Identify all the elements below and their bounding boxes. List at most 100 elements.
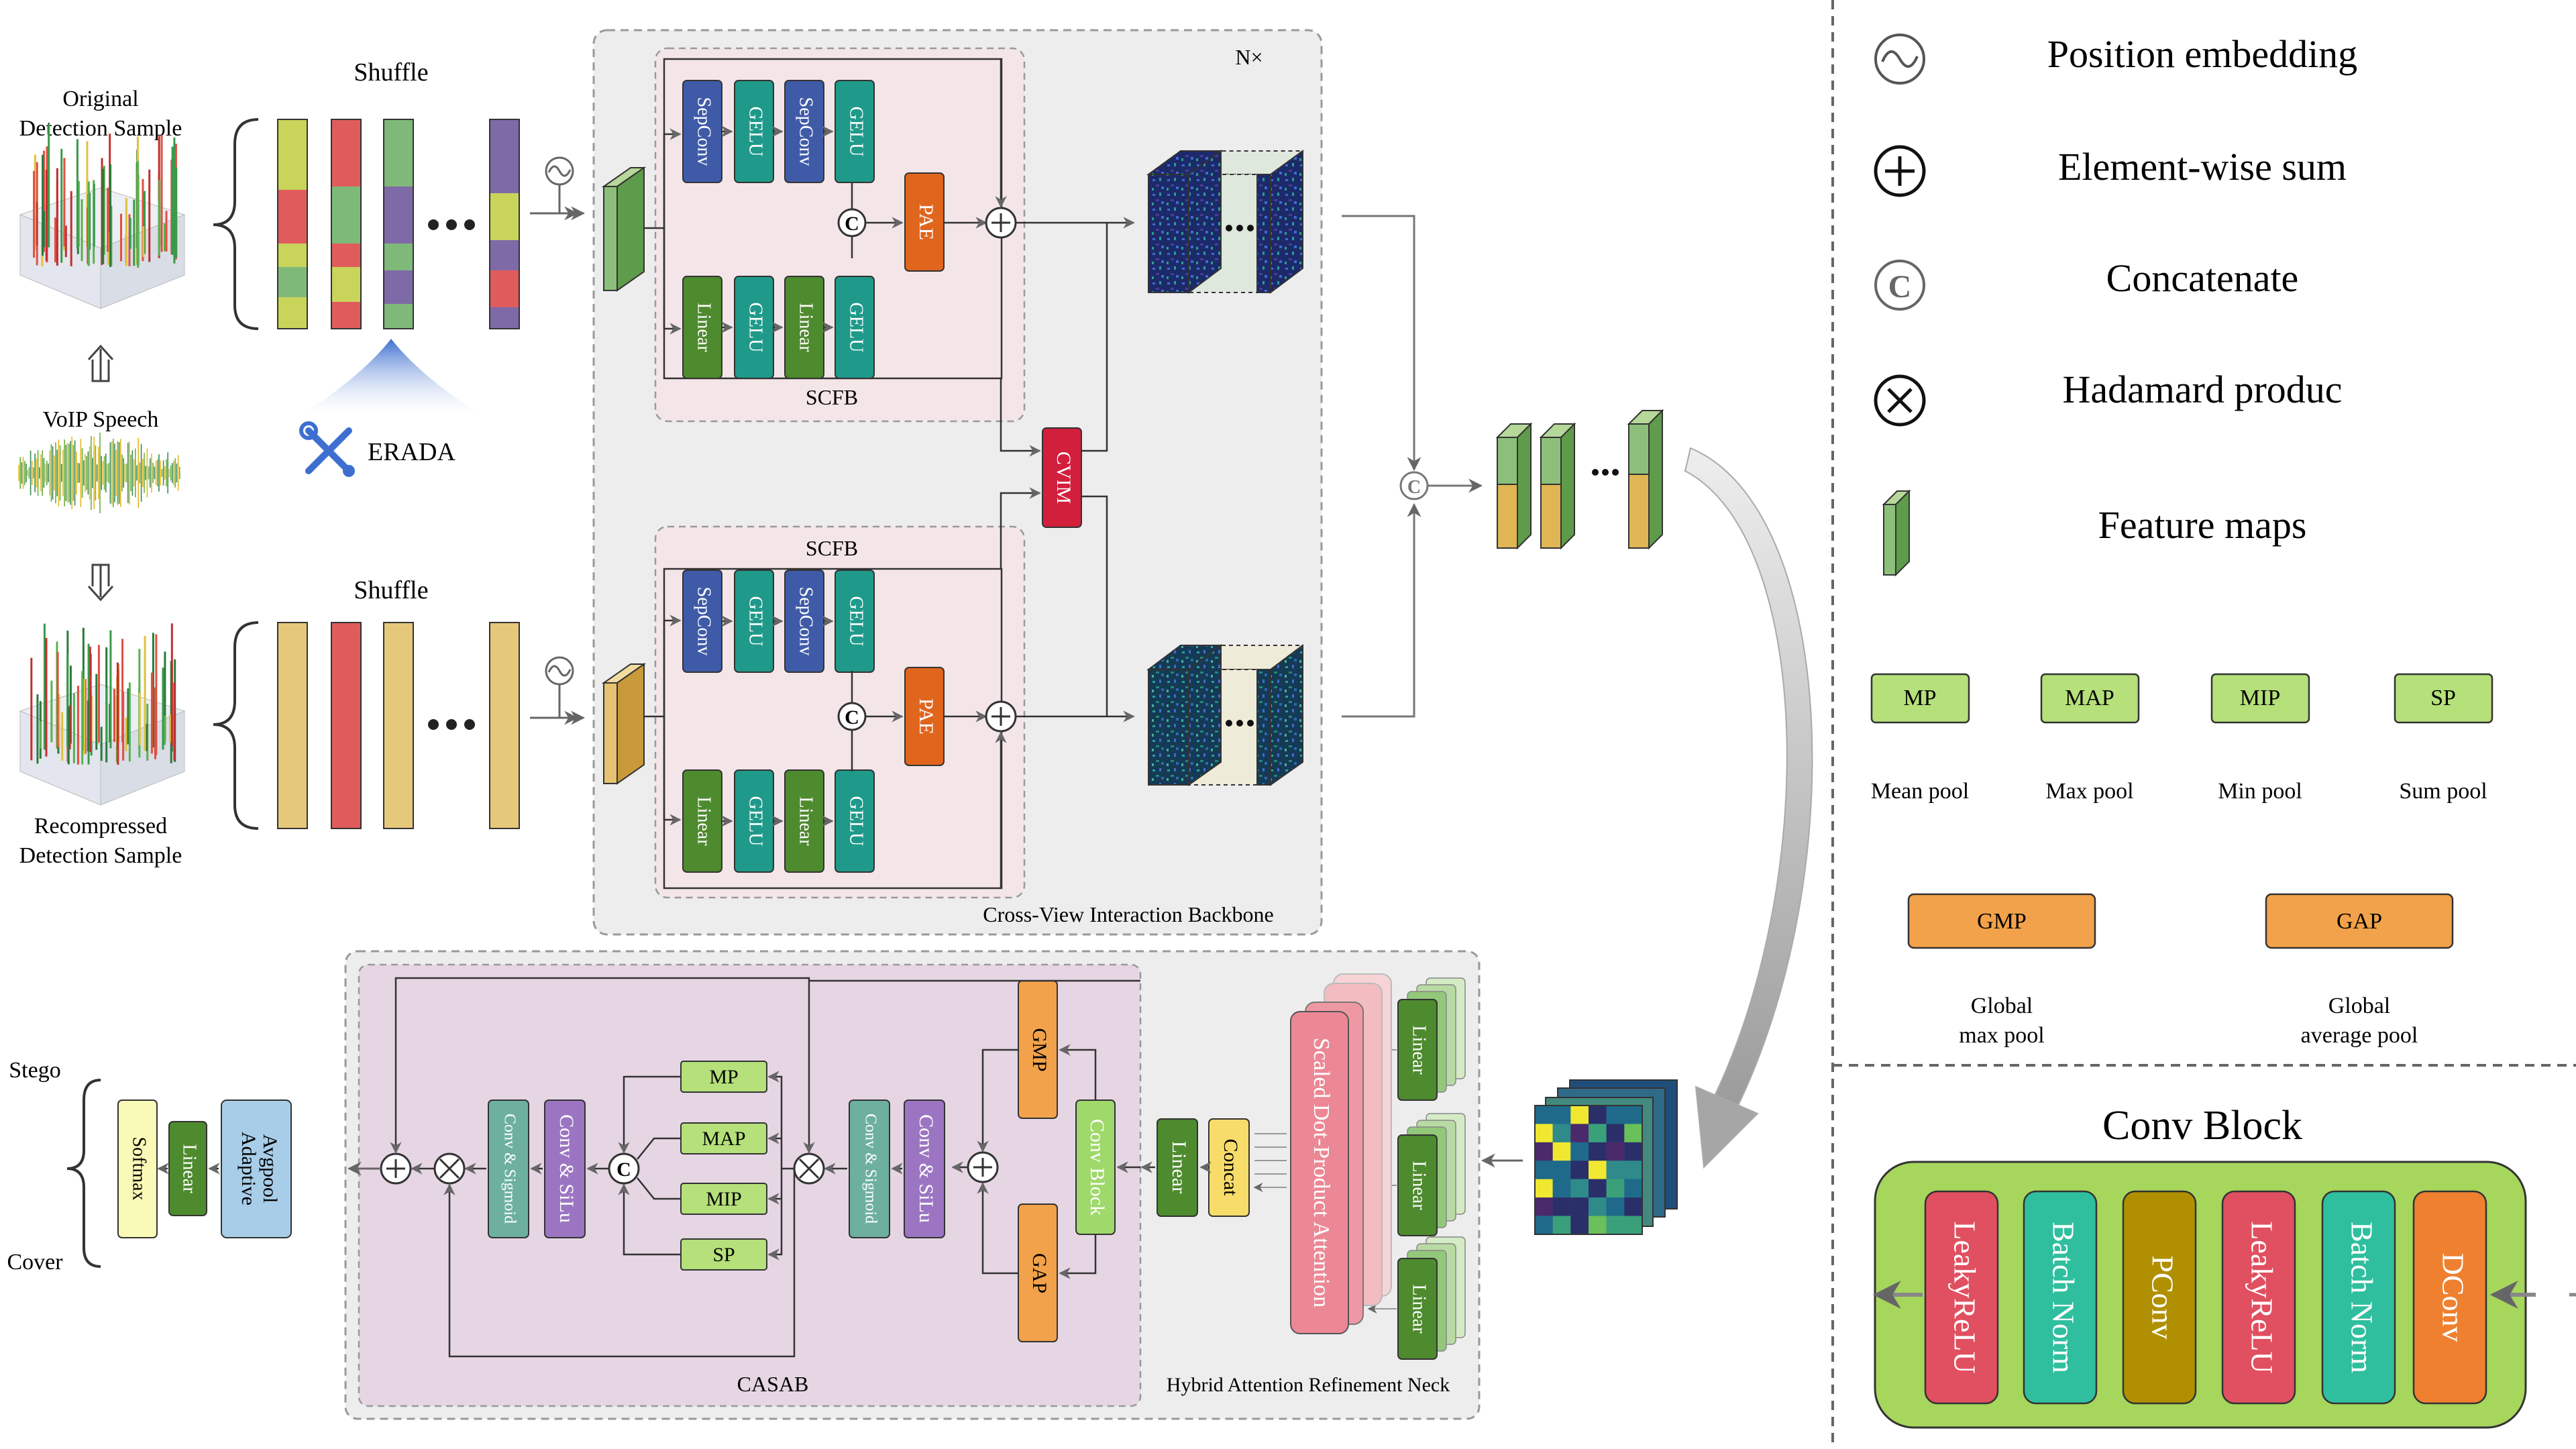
legend-pool-map [2040,673,2140,724]
input-section: Original Detection Sample VoIP Speech Re… [18,87,186,868]
cvim-label: CVIM [1053,451,1075,504]
shuffle-bottom-label: Shuffle [354,576,428,604]
softmax-label: Softmax [129,1137,150,1201]
shuffle-top-label: Shuffle [354,58,428,87]
head-linear-label: Linear [179,1144,200,1193]
conv-silu-label: Conv & SiLu [555,1114,578,1223]
legend-pool-mip [2210,673,2310,724]
attention-block [1290,1011,1349,1334]
feature-map-bottom [601,663,647,785]
adaptive-avgpool-label-1: Adaptive [237,1132,260,1205]
neck-linear-stack [1397,999,1438,1101]
scfb-block-label: Linear [694,303,714,352]
concat-symbol: C [616,1159,631,1181]
scfb-block-label: Linear [796,303,816,352]
legend-global-name-1: Global [2328,994,2391,1018]
legend-pool-abbr: MP [1903,686,1936,710]
adaptive-avgpool-block [221,1099,292,1238]
casab-pool-label: SP [712,1244,735,1266]
neck-linear-stack-label: Linear [1409,1161,1430,1210]
position-embedding-bottom [545,656,586,725]
scfb-block-label: GELU [745,303,766,353]
concat-symbol: C [845,213,859,235]
position-embedding-top [545,156,586,221]
neck-linear-stack [1397,1134,1438,1236]
original-label-1: Original [62,87,138,111]
scfb-block-label: SepConv [694,97,714,166]
shuffled-column-3 [383,119,414,329]
legend-element-wise-sum-label: Element-wise sum [2058,145,2347,189]
shuffle-bottom: Shuffle [213,576,520,830]
concat-label: Concat [1220,1139,1242,1197]
conv-block-title: Conv Block [2102,1103,2302,1148]
casab-caption: CASAB [737,1372,809,1396]
hybrid-attention-neck: Hybrid Attention Refinement Neck LinearL… [344,950,1481,1420]
conv-block-layer-label: DConv [2436,1253,2470,1342]
conv-block-layer-leakyrelu [1924,1190,1999,1405]
conv-sigmoid-label: Conv & Sigmoid [861,1114,879,1224]
stego-label: Stego [9,1058,60,1083]
legend-global-name-2: average pool [2301,1023,2418,1048]
attention-label: Scaled Dot-Product Attention [1309,1038,1334,1307]
scfb-block-label: Linear [694,796,714,846]
feature-map-top [601,166,647,292]
neck-linear-stack-label: Linear [1409,1284,1430,1334]
voip-waveform-icon [18,432,180,514]
scfb-block-label: GELU [745,796,766,847]
feature-map-icon [1883,504,1896,576]
scfb-block-label: SepConv [796,97,816,166]
legend-global-name-2: max pool [1959,1023,2044,1048]
conv-block-layer-label: LeakyReLU [2245,1221,2279,1373]
neck-linear-label: Linear [1168,1141,1190,1193]
conv-block-layer-label: PConv [2145,1255,2180,1339]
concatenate-icon [1874,260,1925,311]
scfb-block-label: GELU [745,596,766,647]
scfb-block-gelu [835,570,875,673]
legend-global-gmp [1907,893,2096,949]
recompressed-column-3 [383,622,414,829]
conv-block-layer-label: Batch Norm [2345,1222,2379,1373]
neck-caption: Hybrid Attention Refinement Neck [1167,1374,1450,1396]
scfb-block-gelu [835,80,875,183]
erada-arrow [302,339,480,415]
scfb-bottom-label: SCFB [806,536,858,560]
casab-conv-block-label: Conv Block [1086,1119,1108,1216]
scfb-block-label: SepConv [694,587,714,656]
n-times-label: N× [1235,45,1263,69]
cover-label: Cover [7,1250,63,1275]
legend-element-wise-sum: Element-wise sum [1874,145,2347,197]
conv-sigmoid-label: Conv & Sigmoid [500,1114,518,1224]
recompressed-label-2: Detection Sample [19,843,182,868]
conv-sigmoid-block-left [488,1099,529,1238]
pae-label: PAE [915,698,937,735]
conv-block-layer-batch-norm [2321,1190,2396,1405]
backbone-caption: Cross-View Interaction Backbone [983,902,1274,926]
fused-feature-maps [1495,409,1664,550]
tools-icon [299,421,355,477]
erada-label: ERADA [368,438,455,466]
recompressed-label-1: Recompressed [34,814,167,839]
scfb-block-label: Linear [796,796,816,846]
scfb-block-label: GELU [846,303,867,353]
shuffle-top: Shuffle [213,58,520,477]
softmax-block [117,1099,158,1238]
arrow-top-to-concat [1342,215,1421,472]
neck-linear-stack-label: Linear [1409,1025,1430,1075]
legend-pool-abbr: SP [2430,686,2456,710]
casab-pool-label: MIP [706,1188,741,1210]
legend-global-gap [2265,893,2454,949]
attention-stack: Scaled Dot-Product Attention [1290,973,1392,1334]
conv-block-layer-batch-norm [2023,1190,2098,1405]
recompressed-column-2 [331,622,362,829]
legend-pool-abbr: MAP [2065,686,2114,710]
casab-pool-label: MAP [702,1128,745,1150]
gap-label: GAP [1028,1253,1051,1293]
legend-concatenate-label: Concatenate [2106,256,2299,300]
neck-linear-stack [1397,1258,1438,1360]
legend-pool-sp [2394,673,2493,724]
conv-block-layer-dconv [2412,1190,2487,1405]
scfb-block-label: GELU [846,107,867,157]
